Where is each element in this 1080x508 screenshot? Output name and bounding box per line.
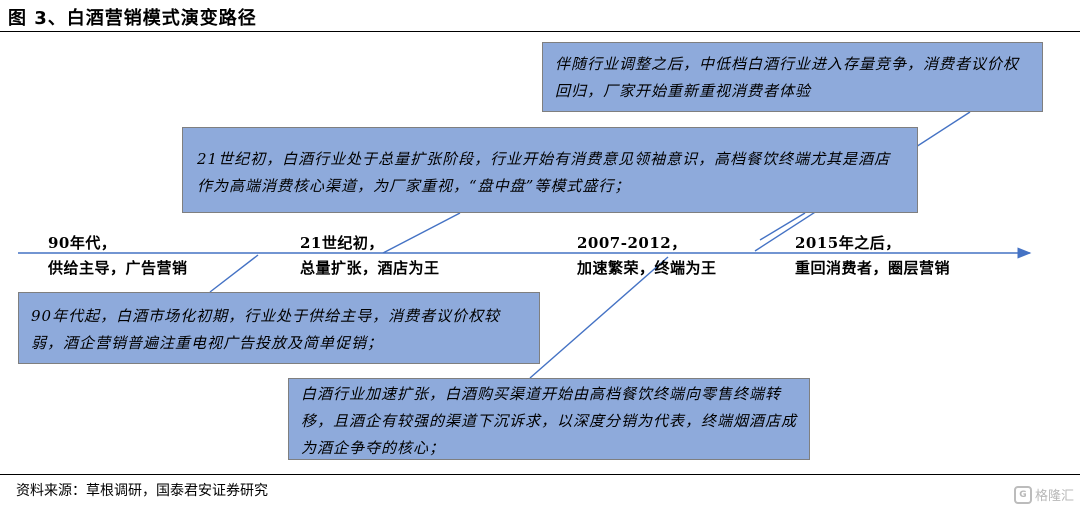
box-2007-era: 白酒行业加速扩张，白酒购买渠道开始由高档餐饮终端向零售终端转移，且酒企有较强的渠… — [288, 378, 810, 460]
milestone-2015-after-period: 2015年之后， — [795, 234, 901, 252]
milestone-2000s-period: 21世纪初， — [300, 234, 384, 252]
milestone-1990s: 90年代， 供给主导，广告营销 — [48, 231, 188, 281]
box-2015-text: 伴随行业调整之后，中低档白酒行业进入存量竞争，消费者议价权回归，厂家开始重新重视… — [555, 55, 1020, 100]
box-2007-text: 白酒行业加速扩张，白酒购买渠道开始由高档餐饮终端向零售终端转移，且酒企有较强的渠… — [301, 385, 798, 457]
milestone-2000s-desc: 总量扩张，酒店为王 — [300, 259, 440, 277]
box-2015-era: 伴随行业调整之后，中低档白酒行业进入存量竞争，消费者议价权回归，厂家开始重新重视… — [542, 42, 1043, 112]
bottom-rule — [0, 474, 1080, 475]
source-note: 资料来源：草根调研，国泰君安证券研究 — [16, 483, 268, 499]
milestone-2007-2012-period: 2007-2012， — [577, 234, 687, 252]
milestone-2015-after: 2015年之后， 重回消费者，圈层营销 — [795, 231, 950, 281]
box-1990-text: 90年代起，白酒市场化初期，行业处于供给主导，消费者议价权较弱，酒企营销普遍注重… — [31, 307, 501, 352]
figure-title: 图 3、白酒营销模式演变路径 — [8, 8, 257, 29]
connector-2000b — [759, 212, 806, 241]
connector-2000 — [382, 212, 461, 254]
watermark-logo-icon: G — [1013, 485, 1032, 504]
milestone-1990s-desc: 供给主导，广告营销 — [48, 259, 188, 277]
milestone-2007-2012: 2007-2012， 加速繁荣，终端为王 — [577, 231, 717, 281]
milestone-2007-2012-desc: 加速繁荣，终端为王 — [577, 259, 717, 277]
milestone-2000s: 21世纪初， 总量扩张，酒店为王 — [300, 231, 440, 281]
milestone-2015-after-desc: 重回消费者，圈层营销 — [795, 259, 951, 277]
box-2000-era: 21世纪初，白酒行业处于总量扩张阶段，行业开始有消费意见领袖意识，高档餐饮终端尤… — [182, 127, 918, 213]
top-rule — [0, 31, 1080, 32]
connector-2007 — [529, 256, 669, 379]
watermark-text: 格隆汇 — [1034, 489, 1074, 504]
connector-1990 — [209, 254, 259, 293]
milestone-1990s-period: 90年代， — [48, 234, 117, 252]
box-1990-era: 90年代起，白酒市场化初期，行业处于供给主导，消费者议价权较弱，酒企营销普遍注重… — [18, 292, 540, 364]
watermark: G 格隆汇 — [1013, 485, 1074, 504]
box-2000-text: 21世纪初，白酒行业处于总量扩张阶段，行业开始有消费意见领袖意识，高档餐饮终端尤… — [197, 150, 891, 195]
